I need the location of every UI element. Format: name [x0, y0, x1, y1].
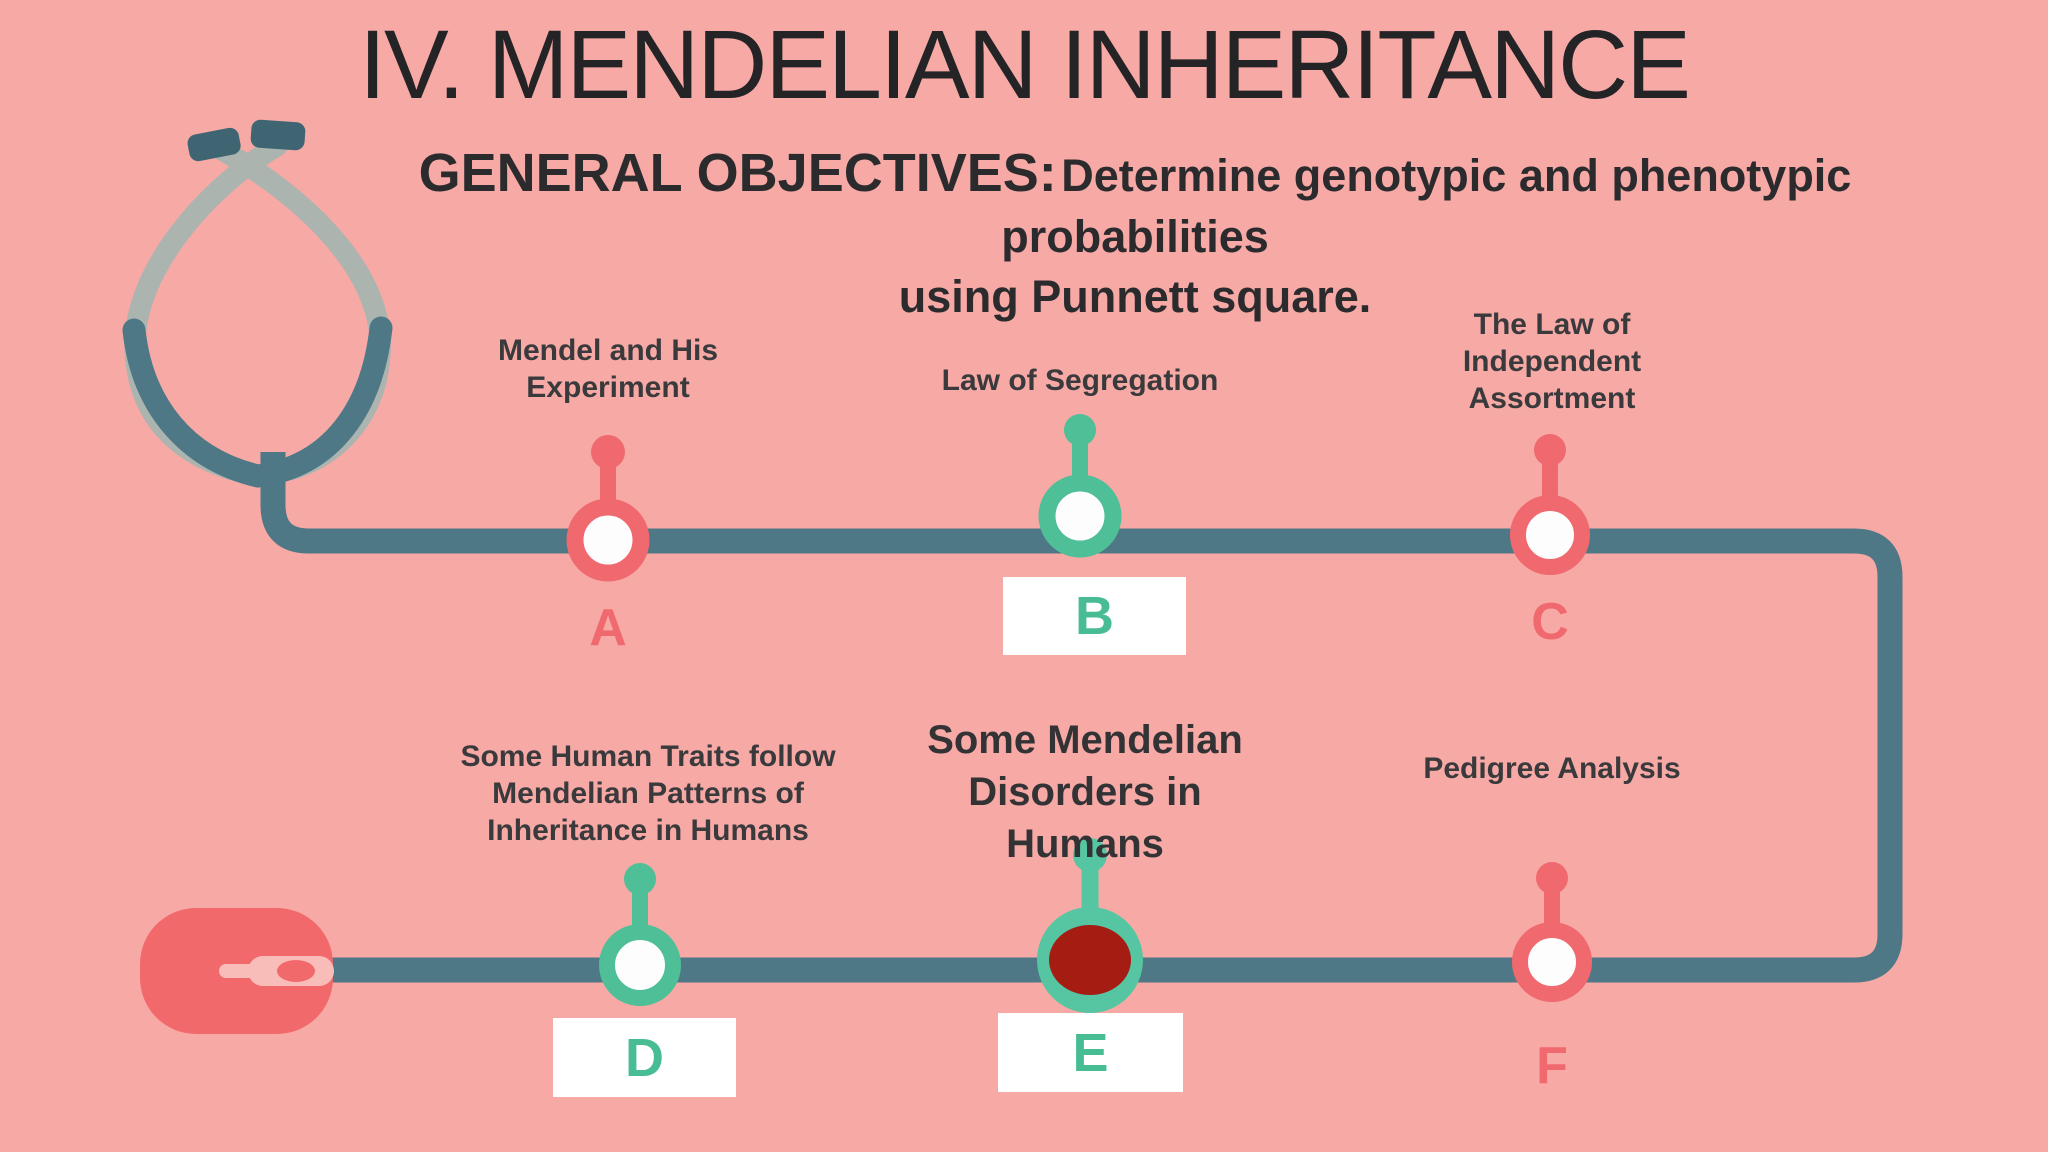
objectives-block: GENERAL OBJECTIVES: Determine genotypic … [350, 146, 1920, 322]
mouse-click-line [219, 964, 265, 978]
node-f-pin-icon [1512, 862, 1592, 1002]
node-d-letter: D [625, 1027, 664, 1088]
node-e-pin-icon [1037, 838, 1143, 1013]
node-b-label: Law of Segregation [941, 364, 1219, 397]
node-a-label: Mendel and His Experiment [497, 334, 719, 404]
stethoscope-chestpiece-arc [122, 316, 393, 488]
node-a-pin-icon [566, 435, 650, 582]
node-c-pin-icon [1510, 434, 1590, 575]
node-b-letter-box: B [1003, 577, 1186, 655]
node-e-letter: E [1072, 1022, 1109, 1083]
node-b-letter: B [1075, 586, 1114, 646]
node-e-letter-box: E [998, 1013, 1183, 1092]
node-d-label: Some Human Traits follow Mendelian Patte… [460, 740, 836, 847]
stethoscope-earpiece-right [250, 119, 306, 151]
computer-mouse-icon [140, 908, 334, 1034]
mouse-scroll-wheel [277, 960, 315, 982]
objectives-text-line1: Determine genotypic and phenotypic proba… [1001, 150, 1852, 262]
node-c-label: The Law of Independent Assortment [1462, 308, 1642, 415]
node-f-letter: F [1536, 1037, 1568, 1095]
timeline-path [260, 452, 1903, 983]
stethoscope-tube-left [124, 135, 288, 487]
node-e-label: Some Mendelian Disorders in Humans [927, 718, 1243, 866]
node-d-pin-icon [599, 863, 681, 1006]
node-f-label: Pedigree Analysis [1423, 752, 1681, 785]
objectives-text-line2: using Punnett square. [898, 271, 1372, 322]
page-title: IV. MENDELIAN INHERITANCE [359, 10, 1691, 119]
node-e-disorder-fill [1049, 925, 1131, 995]
stethoscope-earpiece-left [187, 127, 241, 162]
node-b-pin-icon [1038, 414, 1122, 558]
node-c-letter: C [1531, 593, 1569, 651]
node-d-letter-box: D [553, 1018, 736, 1097]
stethoscope-icon [122, 119, 393, 488]
objectives-heading: GENERAL OBJECTIVES: [418, 143, 1057, 203]
node-a-letter: A [589, 599, 627, 657]
